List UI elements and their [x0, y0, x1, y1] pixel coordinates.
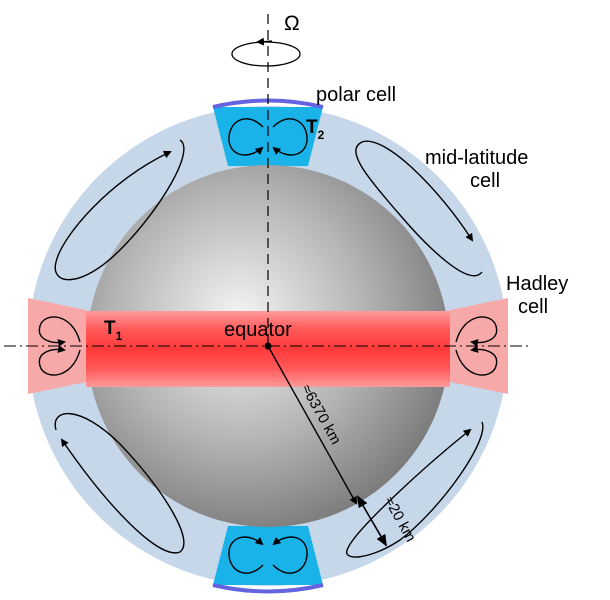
polar-cell-vortices-bottom [228, 536, 308, 574]
polar-cell-label: polar cell [316, 84, 396, 106]
t1-label: T1 [104, 318, 123, 343]
polar-cell-region-top [213, 107, 323, 166]
t2-label: T2 [306, 117, 325, 142]
atmosphere-thickness-arrow [356, 495, 388, 547]
hadley-label-line2: cell [518, 296, 548, 318]
polar-cell-vortices-top [228, 118, 308, 156]
hadley-cell-vortices-left [38, 316, 81, 376]
hadley-cell-vortices-right [455, 316, 498, 376]
hadley-label-line1: Hadley [506, 273, 568, 295]
omega-label: Ω [284, 12, 300, 35]
rotation-ellipse [231, 41, 301, 67]
mid-latitude-label-line2: cell [470, 170, 500, 192]
rotation-arrow [256, 37, 273, 46]
earth-radius-arrow [267, 345, 357, 505]
mid-latitude-cell-loops [54, 139, 484, 558]
polar-rim-bottom [212, 583, 324, 594]
equator-label: equator [224, 319, 292, 341]
mid-latitude-label-line1: mid-latitude [425, 147, 528, 169]
polar-cell-region-bottom [213, 526, 323, 585]
